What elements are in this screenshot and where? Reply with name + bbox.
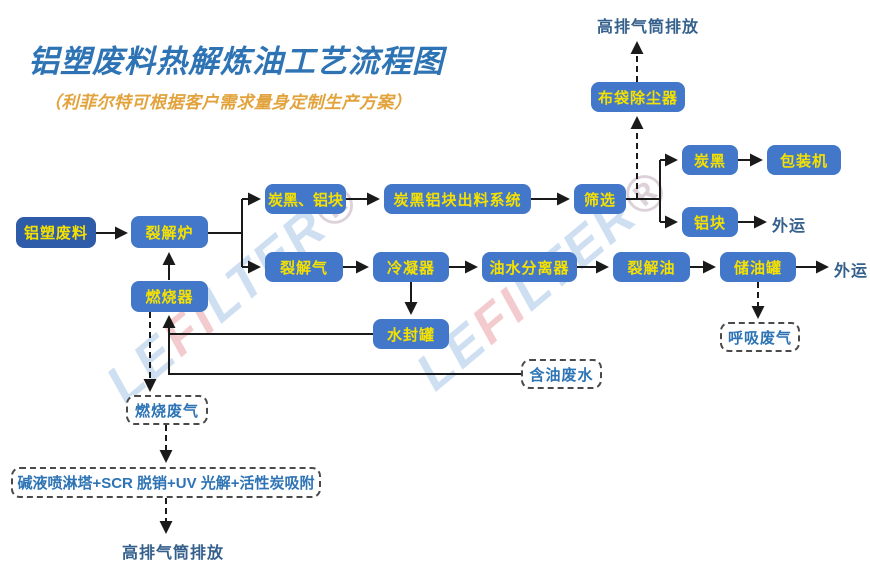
node-condenser: 冷凝器 (373, 252, 449, 282)
node-pyrolysis-oil: 裂解油 (613, 252, 690, 282)
node-burner: 燃烧器 (131, 281, 208, 312)
node-oily-wastewater: 含油废水 (521, 359, 602, 389)
node-pyrolysis-gas: 裂解气 (265, 252, 343, 282)
node-packing-machine: 包装机 (767, 145, 841, 175)
page-subtitle: （利菲尔特可根据客户需求量身定制生产方案） (44, 93, 412, 112)
node-screening: 筛选 (574, 184, 626, 214)
node-breathing-waste-gas: 呼吸废气 (720, 322, 800, 352)
node-treatment-train: 碱液喷淋塔+SCR 脱销+UV 光解+活性炭吸附 (11, 467, 321, 498)
label-outbound-top: 外运 (772, 218, 807, 235)
label-stack-discharge-bottom: 高排气筒排放 (122, 545, 225, 562)
node-water-seal-tank: 水封罐 (373, 319, 449, 349)
node-aluminum-block: 铝块 (682, 207, 738, 237)
node-carbon-black-aluminum: 炭黑、铝块 (265, 184, 346, 214)
node-bag-filter: 布袋除尘器 (591, 82, 685, 112)
label-stack-discharge-top: 高排气筒排放 (597, 19, 700, 36)
page-title: 铝塑废料热解炼油工艺流程图 (28, 44, 444, 79)
node-discharge-system: 炭黑铝块出料系统 (384, 184, 531, 214)
node-oil-water-separator: 油水分离器 (482, 252, 577, 282)
label-outbound-right: 外运 (834, 263, 869, 280)
node-combustion-waste-gas: 燃烧废气 (126, 395, 208, 425)
node-pyrolysis-furnace: 裂解炉 (131, 216, 208, 248)
node-carbon-black: 炭黑 (682, 145, 738, 175)
dashed-arrows (143, 41, 765, 534)
solid-arrows (96, 153, 829, 375)
node-aluminum-plastic-waste: 铝塑废料 (16, 217, 96, 248)
node-oil-storage-tank: 储油罐 (720, 252, 796, 282)
